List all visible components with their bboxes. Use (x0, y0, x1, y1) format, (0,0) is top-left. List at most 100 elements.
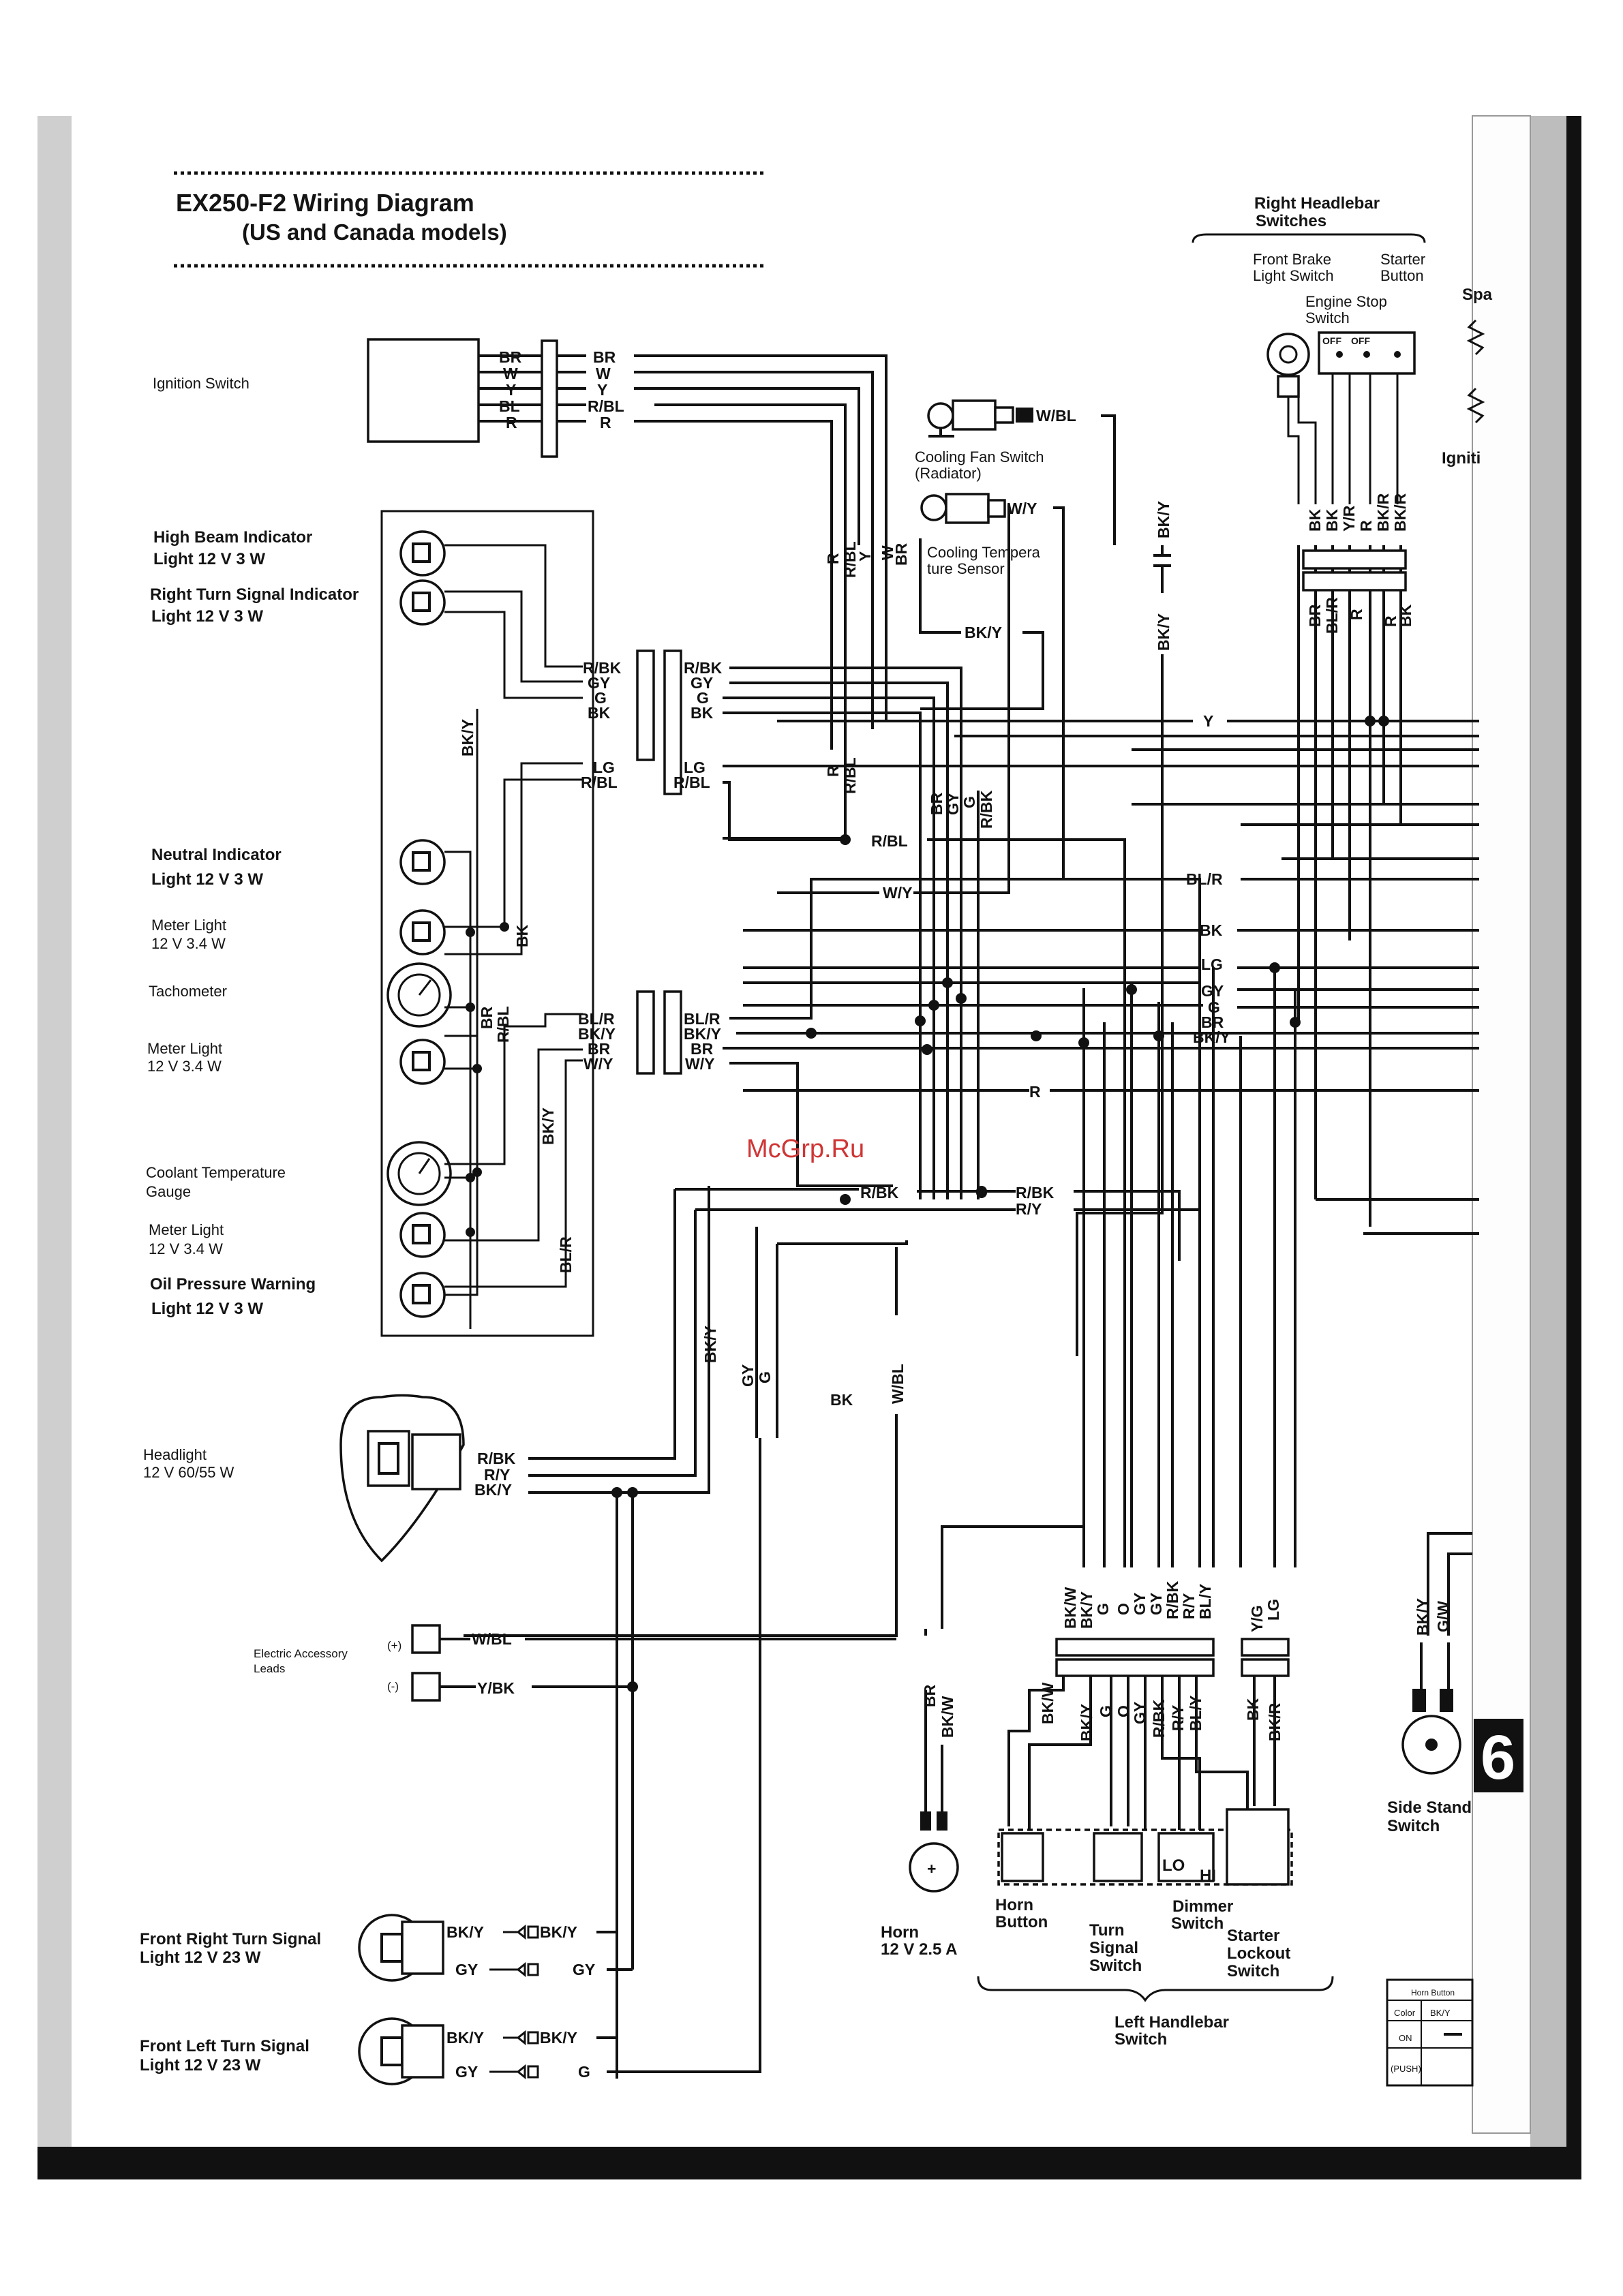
svg-text:BL/R: BL/R (1323, 597, 1341, 634)
svg-text:Y: Y (597, 381, 607, 399)
front-left-turn-label: Front Left Turn Signal (140, 2037, 309, 2055)
svg-text:BK/R: BK/R (1391, 493, 1409, 532)
svg-text:R/BL: R/BL (871, 832, 908, 850)
side-stand-switch (1401, 1689, 1461, 1775)
svg-text:R: R (1348, 609, 1365, 620)
engine-stop-label-2: Switch (1305, 309, 1350, 326)
svg-text:GY: GY (739, 1364, 757, 1387)
horn-button-inset-table: Horn Button Color BK/Y ON (PUSH) (1386, 1978, 1474, 2087)
svg-text:R/BL: R/BL (588, 397, 624, 415)
dimmer-switch-label: Dimmer (1172, 1897, 1233, 1916)
oil-warning-rating: Light 12 V 3 W (151, 1300, 263, 1318)
svg-text:BL/R: BL/R (557, 1236, 575, 1273)
svg-text:R/BL: R/BL (673, 774, 710, 791)
tachometer (386, 962, 452, 1028)
svg-text:BK/Y: BK/Y (446, 2029, 484, 2047)
engine-stop-switch: OFF OFF (1318, 331, 1416, 375)
high-beam-label: High Beam Indicator (153, 528, 312, 547)
cooling-temperature-sensor (920, 493, 1006, 524)
svg-text:BK/Y: BK/Y (1193, 1028, 1230, 1046)
instrument-cluster-box (380, 510, 594, 1337)
plus-terminal-label: (+) (387, 1639, 401, 1652)
accessory-plus-lead (411, 1624, 441, 1654)
starter-lockout-label-3: Switch (1227, 1962, 1279, 1980)
svg-text:Y/G: Y/G (1248, 1605, 1266, 1632)
svg-text:GY: GY (1131, 1593, 1149, 1615)
side-stand-label-2: Switch (1387, 1817, 1440, 1835)
svg-text:OFF: OFF (1351, 335, 1370, 346)
svg-text:R/BL: R/BL (494, 1006, 512, 1043)
watermark: McGrp.Ru (746, 1135, 864, 1163)
svg-text:BK/Y: BK/Y (965, 624, 1002, 641)
svg-text:G: G (756, 1371, 774, 1383)
turn-signal-switch-label-2: Signal (1089, 1939, 1138, 1957)
svg-text:BR: BR (588, 1040, 611, 1058)
horn-rating: 12 V 2.5 A (881, 1940, 958, 1959)
svg-text:G: G (594, 689, 607, 707)
svg-text:GY: GY (691, 674, 713, 692)
inset-push-row: (PUSH) (1391, 2064, 1421, 2074)
svg-text:R/BK: R/BK (1016, 1184, 1055, 1201)
svg-text:R: R (1029, 1083, 1041, 1101)
svg-text:G/W: G/W (1434, 1601, 1452, 1632)
svg-text:R: R (824, 553, 842, 564)
svg-text:W/BL: W/BL (889, 1364, 907, 1404)
left-handlebar-switch-box: LO HI (997, 1808, 1293, 1886)
dimmer-lo-label: LO (1162, 1856, 1185, 1875)
headlight-label: Headlight (143, 1446, 207, 1463)
section-tab-number: 6 (1481, 1723, 1515, 1792)
right-turn-indicator-rating: Light 12 V 3 W (151, 607, 263, 626)
svg-text:BK/Y: BK/Y (540, 1923, 577, 1941)
minus-terminal-label: (-) (387, 1680, 399, 1693)
svg-text:BR: BR (478, 1006, 496, 1029)
svg-text:LG: LG (1201, 955, 1223, 973)
svg-text:R: R (824, 765, 842, 777)
svg-text:R/Y: R/Y (484, 1466, 510, 1484)
svg-text:W/BL: W/BL (1036, 407, 1076, 425)
svg-text:R/BK: R/BK (583, 659, 622, 677)
right-turn-indicator (399, 579, 446, 626)
front-right-turn-signal (358, 1914, 444, 1982)
svg-text:W/BL: W/BL (472, 1630, 512, 1648)
meter-light-a-rating: 12 V 3.4 W (151, 935, 226, 952)
left-handlebar-label: Left Handlebar (1114, 2013, 1229, 2032)
right-turn-indicator-label: Right Turn Signal Indicator (150, 585, 359, 604)
coolant-gauge-sub: Gauge (146, 1183, 191, 1200)
accessory-label-2: Leads (254, 1662, 285, 1675)
svg-text:OFF: OFF (1322, 335, 1341, 346)
dimmer-switch-label-2: Switch (1171, 1914, 1224, 1933)
svg-text:BK/Y: BK/Y (1155, 501, 1172, 538)
svg-text:BK/Y: BK/Y (446, 1923, 484, 1941)
svg-text:R/BL: R/BL (841, 541, 859, 578)
svg-text:BK/Y: BK/Y (1078, 1591, 1095, 1629)
scan-bottom-bar (37, 2147, 1581, 2179)
high-beam-indicator (399, 530, 446, 577)
coolant-sensor-label: Cooling Tempera (927, 544, 1041, 561)
svg-text:BK: BK (1323, 508, 1341, 532)
ignition-switch: Ignition Switch BR W Y BL R BR W Y R/BL … (153, 338, 624, 458)
horn-button-label: Horn (995, 1896, 1033, 1914)
svg-text:GY: GY (588, 674, 610, 692)
svg-text:GY: GY (455, 1961, 478, 1978)
svg-text:R/BK: R/BK (684, 659, 723, 677)
meter-light-c-label: Meter Light (149, 1221, 224, 1238)
svg-text:BK: BK (588, 704, 611, 722)
svg-text:G: G (1094, 1603, 1112, 1615)
ignition-coil-label-edge: Igniti (1442, 449, 1481, 468)
svg-text:G: G (960, 796, 978, 808)
svg-text:R/BK: R/BK (860, 1184, 899, 1201)
right-handlebar-label-2: Switches (1256, 212, 1326, 230)
svg-text:BK/Y: BK/Y (684, 1025, 721, 1043)
svg-text:BL/R: BL/R (578, 1010, 615, 1028)
svg-text:BK: BK (1306, 508, 1324, 532)
inset-color-header: Color (1394, 2008, 1416, 2018)
svg-text:R/BK: R/BK (1150, 1699, 1168, 1738)
front-brake-label: Front Brake (1253, 251, 1331, 268)
svg-text:R/BK: R/BK (477, 1450, 516, 1467)
meter-light-b-rating: 12 V 3.4 W (147, 1058, 222, 1075)
svg-text:R: R (1382, 615, 1399, 627)
inset-on-row: ON (1399, 2033, 1412, 2043)
svg-text:O: O (1114, 1603, 1132, 1615)
headlight-rating: 12 V 60/55 W (143, 1464, 234, 1481)
